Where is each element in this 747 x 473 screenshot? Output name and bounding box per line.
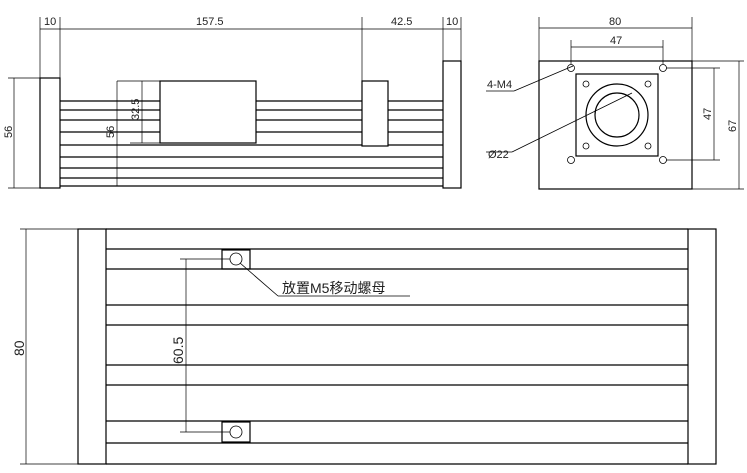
label-nut: 放置M5移动螺母	[282, 280, 385, 296]
bore-inner	[594, 92, 640, 138]
bore-outer	[585, 83, 649, 147]
nut-top	[221, 249, 251, 270]
dim-side-width: 80	[609, 16, 621, 28]
dim-height: 56	[3, 126, 15, 138]
slider-block	[159, 80, 257, 144]
label-bore: Ø22	[488, 149, 509, 161]
m4-hole-icon	[659, 64, 667, 72]
flange-hole-icon	[582, 80, 590, 88]
flange-hole-icon	[644, 80, 652, 88]
dim-block-height: 32.5	[130, 99, 142, 120]
dim-right-margin: 10	[446, 16, 458, 28]
dim-side-height: 67	[727, 120, 739, 132]
left-end-plate	[39, 77, 61, 189]
support-block	[361, 80, 389, 147]
side-view: 80 47 67 47 4-M4 Ø22	[486, 16, 744, 190]
flange-hole-icon	[644, 142, 652, 150]
dim-vertical-spacing: 47	[702, 108, 714, 120]
dim-gap: 42.5	[391, 16, 412, 28]
flange-hole-icon	[582, 142, 590, 150]
dim-inner-height: 56	[105, 126, 117, 138]
m4-hole-icon	[659, 156, 667, 164]
nut-hole-icon	[229, 425, 243, 439]
right-end-plate	[442, 60, 462, 189]
top-right-end-plate	[687, 228, 717, 465]
top-left-end-plate	[77, 228, 107, 465]
front-view: 10 157.5 42.5 10 56 56 32.5	[3, 16, 462, 189]
dim-hole-spacing: 47	[610, 35, 622, 47]
dim-top-width: 80	[11, 340, 27, 356]
side-plate	[538, 60, 693, 190]
top-view: 80 60.5 放置M5移动螺母	[11, 228, 717, 465]
motor-flange	[575, 73, 659, 157]
m4-hole-icon	[567, 156, 575, 164]
dim-left-margin: 10	[44, 16, 56, 28]
label-holes: 4-M4	[487, 79, 512, 91]
dim-nut-spacing: 60.5	[170, 337, 186, 364]
dim-length: 157.5	[196, 16, 224, 28]
